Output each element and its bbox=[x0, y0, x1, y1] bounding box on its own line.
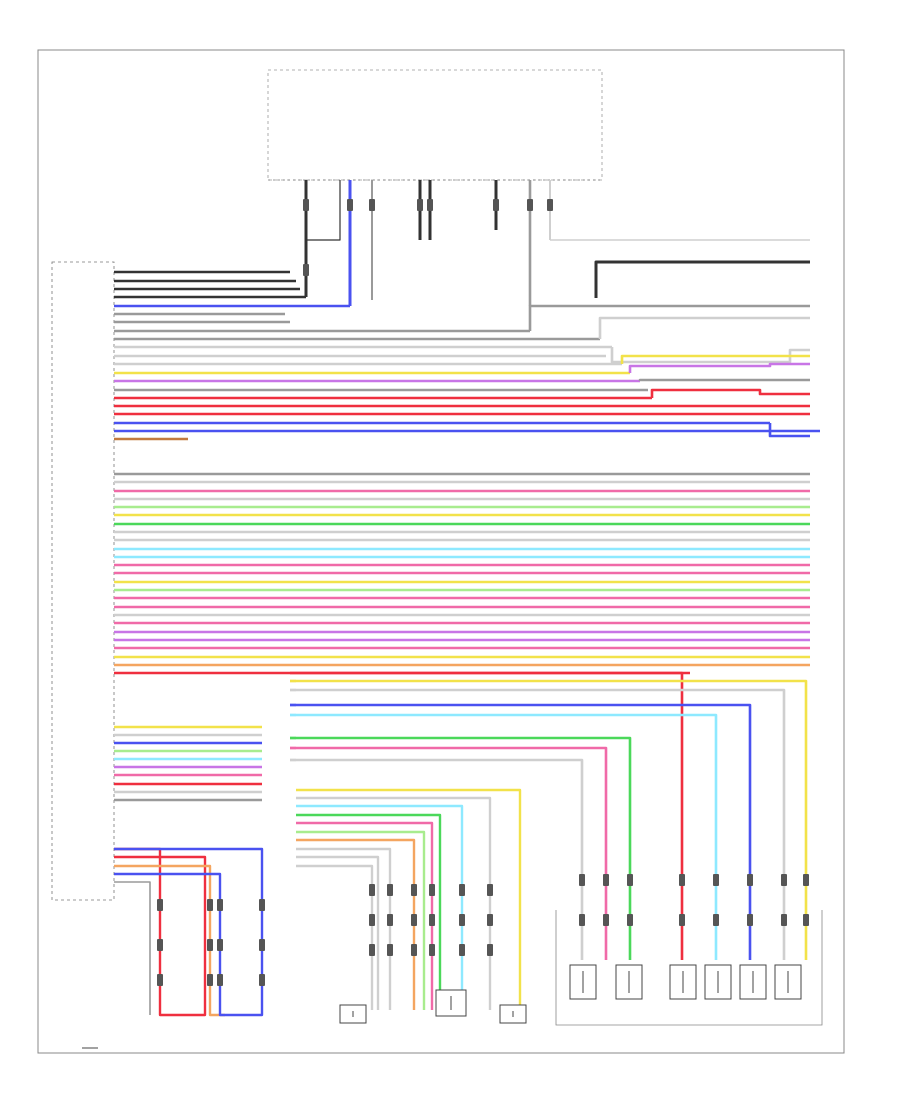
harness-wire-right bbox=[650, 388, 810, 398]
harness-wire-right bbox=[594, 260, 810, 298]
diagram-border bbox=[37, 49, 845, 1054]
harness-wire-right bbox=[628, 362, 810, 373]
connector-pin bbox=[369, 914, 375, 926]
connector-pin bbox=[487, 884, 493, 896]
connector-pin bbox=[429, 914, 435, 926]
module-drop-wire bbox=[296, 830, 426, 1010]
solenoid-drop-wire bbox=[290, 671, 684, 960]
connector-pin bbox=[603, 914, 609, 926]
connector-pin bbox=[747, 874, 753, 886]
connector-pin bbox=[627, 874, 633, 886]
module-drop-wire bbox=[296, 847, 392, 1010]
connector-pin bbox=[803, 874, 809, 886]
connector-pin bbox=[259, 974, 265, 986]
connector-pin bbox=[747, 914, 753, 926]
connector-pin bbox=[679, 874, 685, 886]
harness-wire-right bbox=[598, 316, 810, 339]
connector-pin bbox=[369, 944, 375, 956]
module-drop-wire bbox=[296, 788, 522, 1010]
module-drop-wire bbox=[296, 855, 380, 1010]
connector-pin bbox=[217, 974, 223, 986]
harness-wire-right bbox=[610, 347, 810, 364]
connector-pin bbox=[387, 944, 393, 956]
module-drop-wire bbox=[296, 796, 492, 1010]
tcm-module-box bbox=[51, 261, 115, 901]
top-relay-box bbox=[267, 69, 603, 181]
connector-pin bbox=[369, 884, 375, 896]
sensor-loop-wire bbox=[114, 847, 264, 1017]
wire-harness bbox=[114, 180, 820, 1017]
solenoid-1 bbox=[569, 964, 597, 1000]
harness-wire-right bbox=[638, 378, 810, 382]
connector-pin bbox=[487, 914, 493, 926]
connector-pin bbox=[411, 944, 417, 956]
relay-feed-wire bbox=[306, 180, 341, 241]
connector-pin bbox=[387, 914, 393, 926]
connector-pin bbox=[411, 914, 417, 926]
connector-pin bbox=[411, 884, 417, 896]
module-drop-wire bbox=[296, 864, 374, 1010]
connector-pin bbox=[157, 939, 163, 951]
solenoid-group-bracket bbox=[555, 910, 823, 1026]
components bbox=[82, 964, 802, 1049]
solenoid-drop-wire bbox=[290, 679, 808, 960]
connector-pin bbox=[429, 884, 435, 896]
connector-pin bbox=[157, 974, 163, 986]
connector-pin bbox=[459, 914, 465, 926]
connector-pin bbox=[207, 899, 213, 911]
connector-pin bbox=[527, 199, 533, 211]
connector-pin bbox=[157, 899, 163, 911]
connector-pins bbox=[157, 199, 809, 986]
harness-wire-right bbox=[768, 423, 810, 438]
connector-pin bbox=[429, 944, 435, 956]
connector-pin bbox=[713, 874, 719, 886]
connector-pin bbox=[579, 874, 585, 886]
connector-pin bbox=[579, 914, 585, 926]
sensor-loop-wire bbox=[114, 881, 151, 1015]
connector-pin bbox=[781, 874, 787, 886]
connector-pin bbox=[217, 899, 223, 911]
connector-pin bbox=[369, 199, 375, 211]
connector-pin bbox=[217, 939, 223, 951]
connector-pin bbox=[459, 884, 465, 896]
connector-pin bbox=[387, 884, 393, 896]
module-drop-wire bbox=[296, 804, 464, 1010]
connector-pin bbox=[803, 914, 809, 926]
solenoid-drop-wire bbox=[290, 758, 584, 960]
connector-pin bbox=[547, 199, 553, 211]
connector-pin bbox=[347, 199, 353, 211]
solenoid-drop-wire bbox=[290, 713, 718, 960]
connector-pin bbox=[207, 974, 213, 986]
connector-pin bbox=[603, 874, 609, 886]
connector-pin bbox=[493, 199, 499, 211]
solenoid-drop-wire bbox=[290, 746, 608, 960]
connector-pin bbox=[781, 914, 787, 926]
module-drop-wire bbox=[296, 813, 442, 1010]
connector-pin bbox=[303, 264, 309, 276]
connector-pin bbox=[259, 899, 265, 911]
connector-pin bbox=[487, 944, 493, 956]
connector-pin bbox=[679, 914, 685, 926]
connector-pin bbox=[459, 944, 465, 956]
harness-wire-right bbox=[620, 354, 810, 364]
connector-pin bbox=[303, 199, 309, 211]
connector-pin bbox=[207, 939, 213, 951]
connector-pin bbox=[259, 939, 265, 951]
connector-pin bbox=[427, 199, 433, 211]
connector-pin bbox=[627, 914, 633, 926]
solenoid-drop-wire bbox=[290, 688, 786, 960]
connector-pin bbox=[713, 914, 719, 926]
connector-pin bbox=[417, 199, 423, 211]
